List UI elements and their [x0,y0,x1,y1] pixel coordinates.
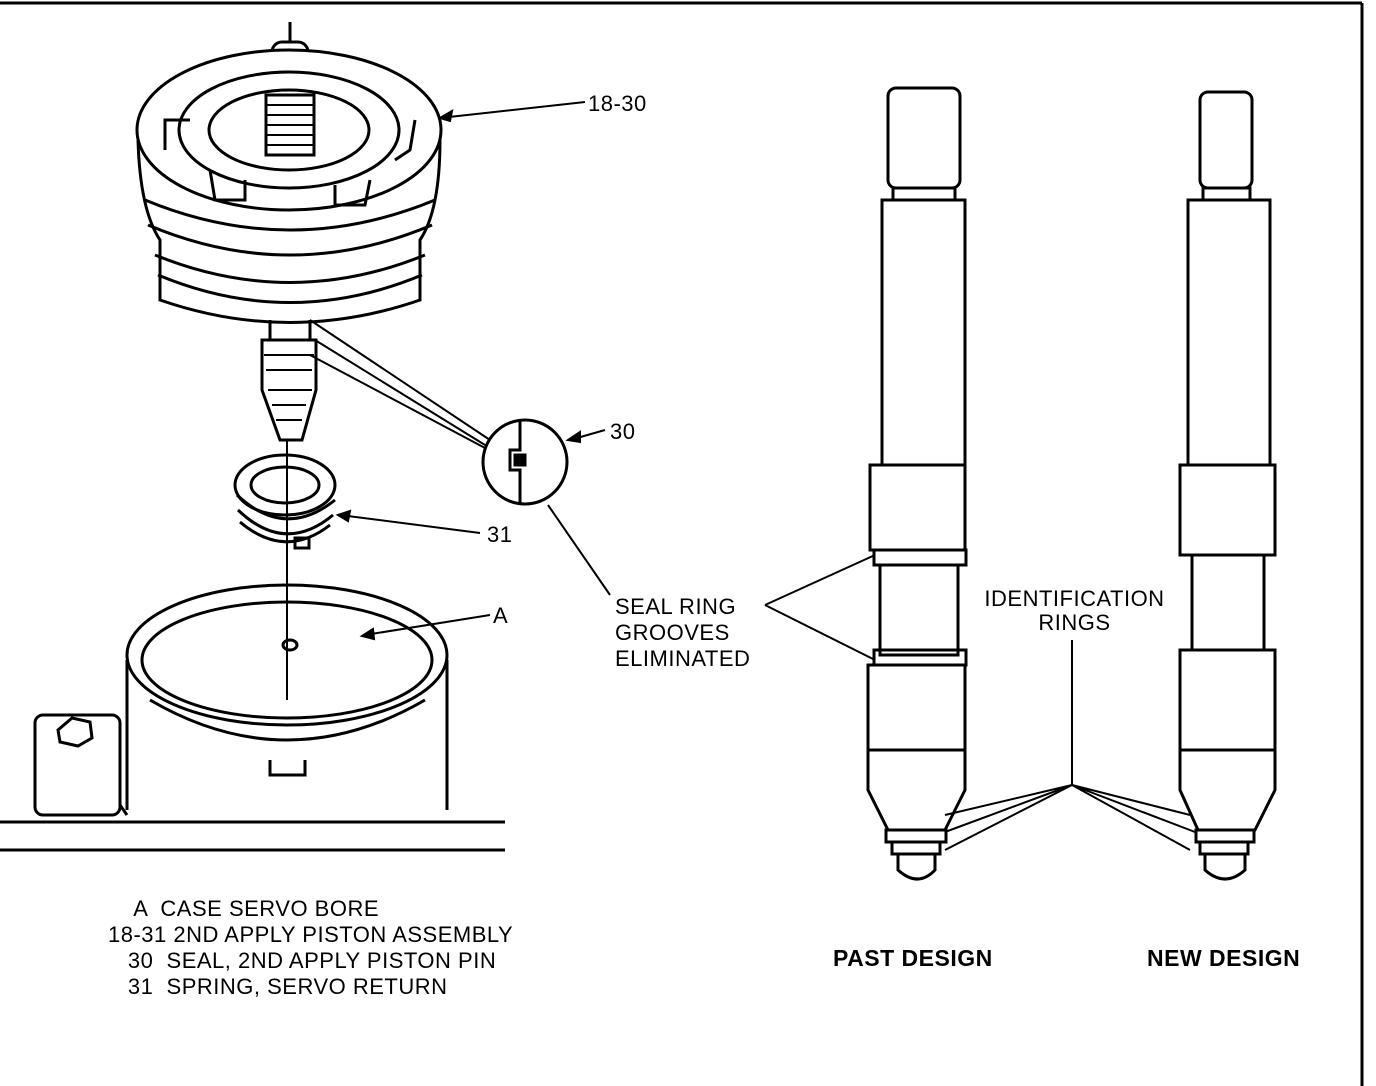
past-design-caption: PAST DESIGN [833,945,993,971]
seal-ring-label: SEAL RING GROOVES ELIMINATED [615,594,750,672]
id-rings-line-2: RINGS [1038,610,1111,635]
seal-detail-circle [309,319,611,596]
seal-ring-line-3: ELIMINATED [615,646,751,671]
new-design-caption: NEW DESIGN [1147,945,1301,971]
servo-return-spring [233,453,337,550]
identification-rings-label: IDENTIFICATION RINGS [972,587,1177,635]
new-design-pin [1178,90,1277,881]
seal-ring-line-2: GROOVES [615,620,730,645]
callout-31: 31 [487,522,513,547]
callout-18-30: 18-30 [588,91,647,116]
past-design-pin [866,86,968,881]
callout-a: A [493,603,509,628]
seal-ring-line-1: SEAL RING [615,594,737,619]
parts-legend: A CASE SERVO BORE 18-31 2ND APPLY PISTON… [108,896,513,1000]
callout-30: 30 [610,419,636,444]
case-servo-bore [0,583,505,852]
legend-item: 18-31 2ND APPLY PISTON ASSEMBLY [108,922,514,947]
id-rings-line-1: IDENTIFICATION [984,586,1165,611]
leader-lines [335,101,1196,851]
piston-assembly [135,22,443,700]
legend-item: 30 SEAL, 2ND APPLY PISTON PIN [108,948,497,973]
legend-item: 31 SPRING, SERVO RETURN [108,974,448,999]
legend-item: A CASE SERVO BORE [108,896,380,921]
